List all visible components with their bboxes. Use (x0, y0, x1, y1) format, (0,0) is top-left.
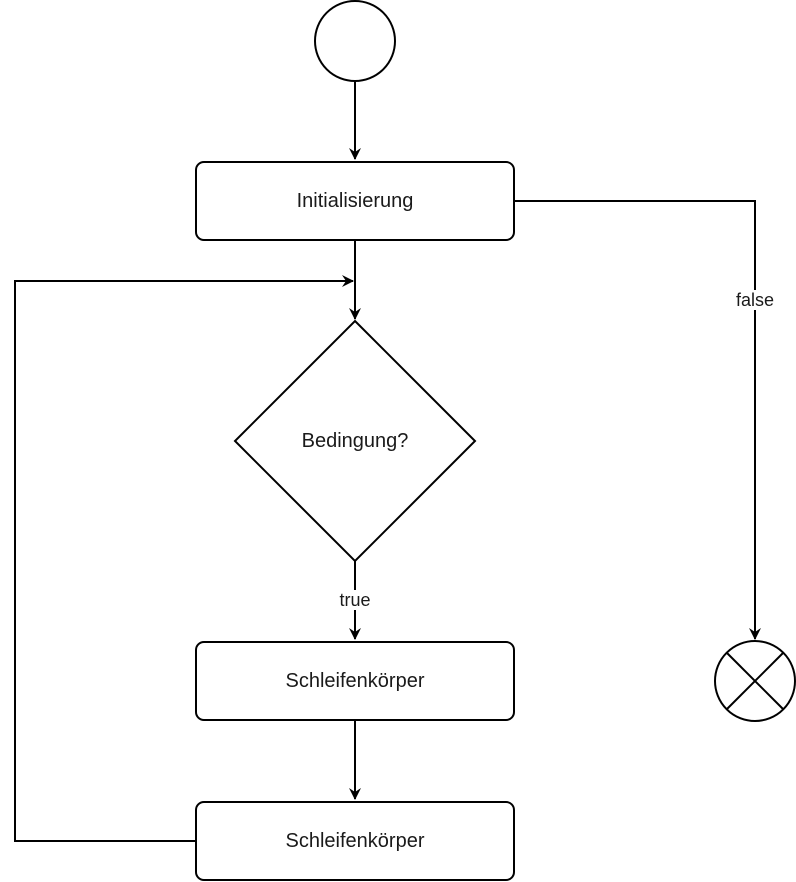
body2-node: Schleifenkörper (195, 801, 515, 881)
edge-body2-loop-back (14, 275, 354, 842)
init-node: Initialisierung (195, 161, 515, 241)
body2-label: Schleifenkörper (285, 829, 425, 852)
init-label: Initialisierung (296, 189, 414, 212)
condition-label-box: Bedingung? (275, 421, 435, 461)
condition-label: Bedingung? (301, 429, 409, 452)
edge-label-true: true (337, 590, 373, 610)
body1-node: Schleifenkörper (195, 641, 515, 721)
edge-label-false: false (733, 290, 777, 310)
end-node (714, 640, 796, 722)
start-node (314, 0, 396, 82)
body1-label: Schleifenkörper (285, 669, 425, 692)
edge-init-to-end (515, 200, 761, 640)
